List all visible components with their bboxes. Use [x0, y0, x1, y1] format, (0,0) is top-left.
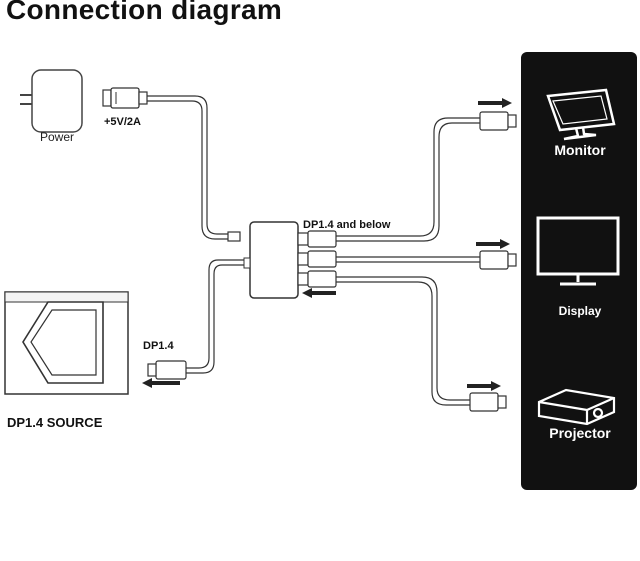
monitor-dp-plug	[479, 111, 517, 131]
projector-label: Projector	[549, 425, 611, 441]
monitor-icon	[546, 88, 616, 141]
usb-plug-icon	[102, 87, 148, 109]
source-dp-plug	[147, 360, 187, 380]
input-cable	[186, 259, 244, 374]
projector-icon	[537, 388, 616, 426]
power-cable	[147, 95, 228, 240]
cable-to-projector	[336, 276, 470, 406]
display-icon	[536, 216, 620, 286]
arrow-left-icon	[142, 378, 180, 388]
hub-output-ports	[297, 230, 337, 288]
arrow-right-icon	[478, 98, 512, 108]
mst-hub	[249, 221, 299, 299]
cable-to-monitor	[336, 117, 480, 242]
monitor-label: Monitor	[554, 142, 606, 158]
projector-dp-plug	[469, 392, 507, 412]
arrow-right-icon	[476, 239, 510, 249]
dp-input-label: DP1.4	[143, 340, 174, 352]
dp-and-below-label: DP1.4 and below	[303, 219, 391, 231]
micro-usb-plug	[227, 231, 241, 242]
diagram-title: Connection diagram	[6, 0, 283, 25]
power-label: Power	[40, 130, 75, 144]
display-dp-plug	[479, 250, 517, 270]
display-label: Display	[558, 304, 602, 318]
output-panel	[521, 52, 637, 490]
power-adapter-icon	[20, 69, 83, 133]
arrow-left-icon	[302, 288, 336, 298]
source-device-icon	[4, 291, 129, 395]
arrow-right-icon	[467, 381, 501, 391]
voltage-label: +5V/2A	[104, 116, 141, 128]
source-label: DP1.4 SOURCE	[7, 415, 103, 430]
cable-to-display	[336, 256, 480, 263]
